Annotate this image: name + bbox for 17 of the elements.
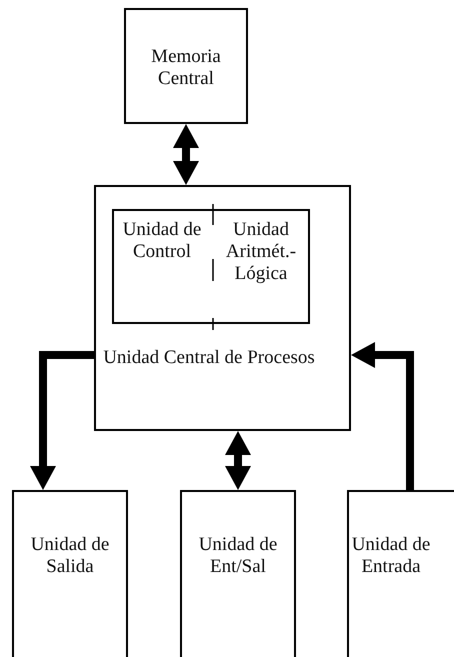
arrow — [225, 431, 251, 490]
unit-label: Unidad Aritmét.- Lógica — [224, 219, 298, 285]
unit-box — [180, 490, 296, 657]
memory-box — [124, 8, 248, 124]
arrow — [30, 351, 94, 490]
unit-box — [347, 490, 454, 657]
unit-box — [12, 490, 128, 657]
unit-label: Unidad de Entrada — [350, 534, 432, 578]
unit-label: Unidad Central de Procesos — [102, 347, 316, 369]
inner-unit-box — [112, 209, 310, 324]
cpu-box — [94, 185, 351, 431]
unit-label: Unidad de Ent/Sal — [198, 534, 278, 578]
unit-label: Unidad de Salida — [30, 534, 110, 578]
unit-label: Memoria Central — [150, 46, 222, 90]
arrow — [351, 342, 414, 490]
unit-label: Unidad de Control — [122, 219, 202, 263]
arrow — [173, 124, 199, 185]
